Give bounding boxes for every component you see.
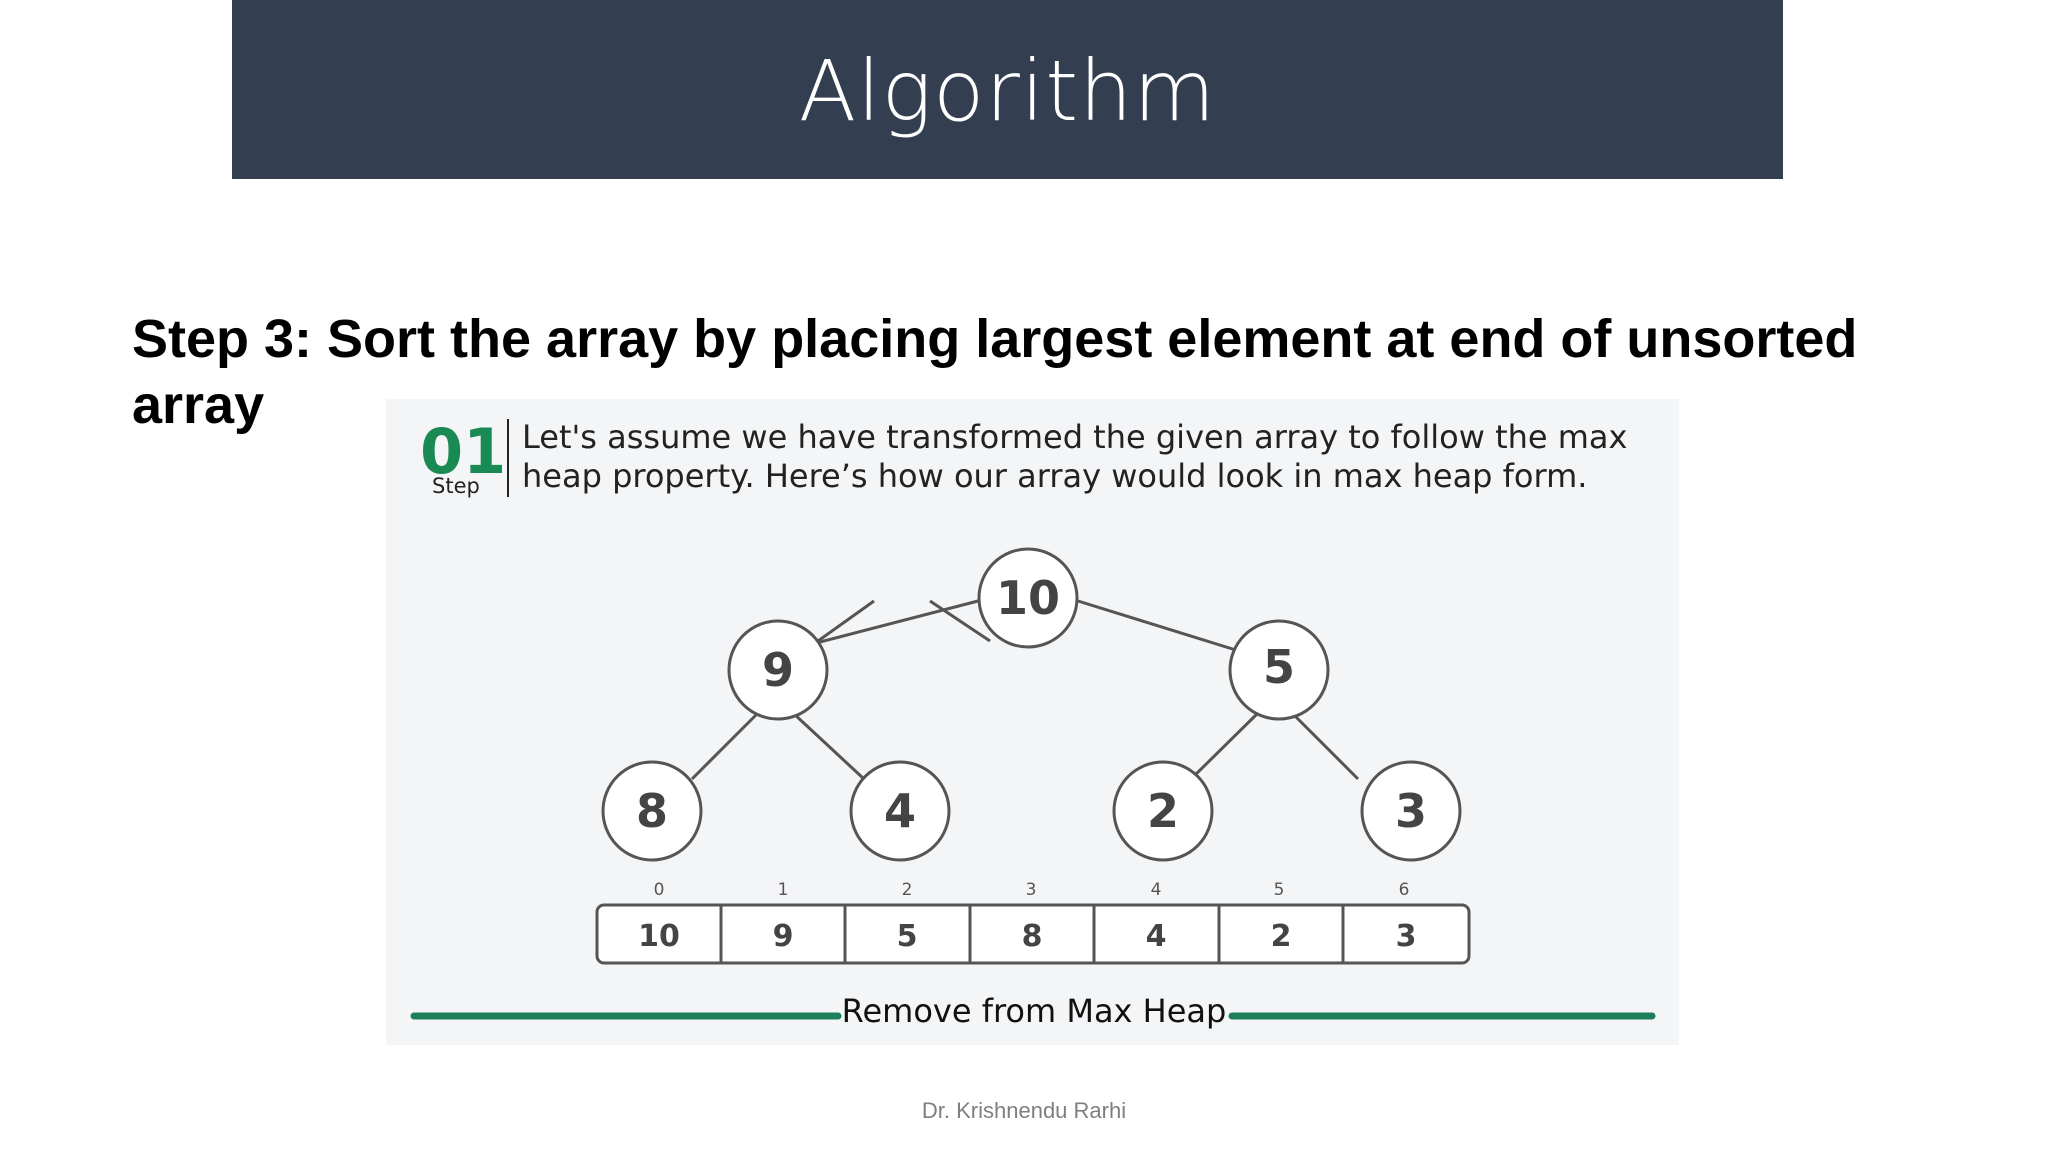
array-index: 0 [654,880,665,900]
description-line-2: heap property. Here’s how our array woul… [522,457,1587,495]
array-index: 6 [1399,880,1410,900]
heap-diagram: 01 Step Let's assume we have transformed… [410,415,1656,1030]
edge-10-9 [817,599,875,643]
node-value: 2 [1147,784,1179,838]
node-value: 10 [996,571,1060,625]
array-cell: 8 [1022,919,1043,954]
array-indices: 0 1 2 3 4 5 6 [654,880,1410,900]
array-cell: 2 [1271,919,1292,954]
node-3: 8 [601,760,703,862]
tree-edges-outer [819,599,1240,653]
step-heading: Step 3: Sort the array by placing larges… [132,309,1858,435]
edge-9-4 [791,711,866,781]
node-value: 8 [636,784,668,838]
heap-figure: 01 Step Let's assume we have transformed… [386,399,1679,1045]
array-cell: 10 [638,919,680,954]
edge-root-right [1077,599,1240,653]
array-dividers [719,905,1345,963]
node-value: 5 [1263,640,1295,694]
array-box [595,903,1471,965]
title-bar: Algorithm [232,0,1783,179]
node-6: 3 [1360,760,1462,862]
node-value: 9 [762,643,794,697]
node-0: 10 [977,547,1079,649]
array-index: 1 [778,880,789,900]
array-index: 4 [1151,880,1162,900]
array-cell: 5 [897,919,918,954]
node-1: 9 [727,619,829,721]
tree-edges [690,599,1360,781]
edge-root-left [819,599,979,644]
step-label: Step [432,474,480,498]
node-value: 4 [884,784,916,838]
step-number: 01 [420,415,506,488]
array-index: 3 [1026,880,1037,900]
array-index: 5 [1274,880,1285,900]
array-values: 10 9 5 8 4 2 3 [638,919,1416,954]
edge-9-8 [690,711,760,781]
node-2: 5 [1228,619,1330,721]
array-cell: 4 [1146,919,1167,954]
footer-author: Dr. Krishnendu Rarhi [921,1098,1127,1123]
slide-title: Algorithm [798,41,1217,140]
array-cell: 9 [773,919,794,954]
node-4: 4 [849,760,951,862]
array-cell: 3 [1396,919,1417,954]
edge-10-5 [929,599,991,643]
node-5: 2 [1112,760,1214,862]
edge-5-2 [1189,711,1260,781]
figure-caption: Remove from Max Heap [842,992,1227,1030]
node-value: 3 [1395,784,1427,838]
edge-5-3 [1290,711,1360,781]
description-line-1: Let's assume we have transformed the giv… [522,418,1627,456]
array-index: 2 [902,880,913,900]
